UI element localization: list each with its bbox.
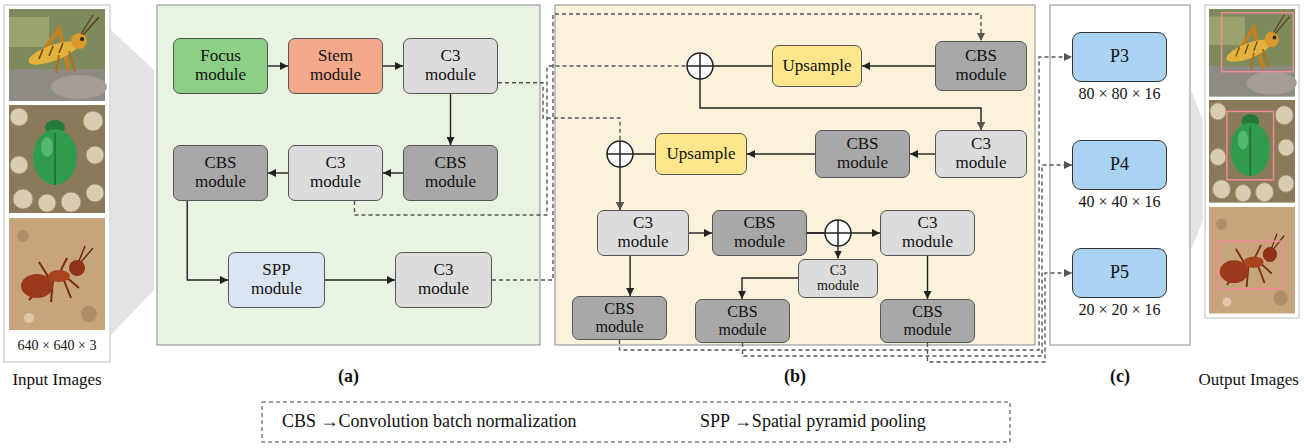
module-label: CBS module	[425, 154, 476, 191]
module-label: Focus module	[195, 47, 246, 84]
sum-symbol	[825, 220, 851, 246]
flow-arrow	[383, 172, 403, 173]
legend-frame	[262, 402, 1010, 442]
flow-arrow	[742, 278, 798, 299]
module-label: C3 module	[418, 261, 469, 298]
flow-chevron	[111, 30, 154, 335]
flow-arrow	[862, 65, 935, 66]
backbone-panel: Focus moduleStem moduleC3 moduleCBS modu…	[157, 5, 540, 345]
flow-arrow	[747, 153, 815, 154]
cbs-module: CBS module	[695, 299, 790, 343]
tensor-size: 20 × 20 × 16	[1078, 301, 1160, 319]
input-photo	[9, 218, 105, 330]
column-title: Input Images	[12, 370, 101, 390]
c3-module: C3 module	[880, 210, 975, 256]
c3-module: C3 module	[395, 252, 492, 308]
output-head: P520 × 20 × 16	[1072, 248, 1167, 298]
cbs-module: CBS module	[712, 210, 807, 256]
module-label: CBS module	[195, 154, 246, 191]
module-label: C3 module	[618, 214, 669, 251]
input-frame	[4, 5, 110, 362]
module-label: CBS module	[904, 303, 952, 338]
flow-arrow	[450, 94, 451, 145]
column-title: Output Images	[1198, 370, 1299, 390]
flow-chevron	[1191, 90, 1203, 250]
module-label: P5	[1110, 263, 1129, 283]
module-label: C3 module	[817, 263, 859, 294]
c3-module: C3 module	[403, 38, 498, 94]
cbs-module: CBS module	[880, 299, 975, 343]
input-photo	[9, 9, 107, 101]
module-label: P3	[1110, 47, 1129, 67]
flow-arrow	[689, 232, 712, 233]
cbs-module: CBS module	[815, 130, 910, 178]
neck-panel-ground	[555, 5, 1035, 345]
legend-note: SPP →Spatial pyramid pooling	[700, 411, 926, 432]
panel-label: (b)	[555, 366, 1035, 387]
output-photo	[1209, 9, 1297, 96]
module-label: SPP module	[251, 261, 302, 298]
flow-arrow	[268, 65, 288, 66]
cbs-module: CBS module	[403, 145, 498, 201]
module-label: C3 module	[956, 135, 1007, 172]
output-photo	[1209, 100, 1295, 203]
upsample-block: Upsample	[655, 133, 747, 175]
neck-panel: CBS moduleUpsampleC3 moduleCBS moduleUps…	[555, 5, 1035, 345]
skip-connection	[620, 57, 1073, 350]
c3-module: C3 module	[597, 210, 689, 256]
flow-arrow	[325, 279, 395, 280]
legend-note: CBS →Convolution batch normalization	[282, 411, 576, 432]
flow-arrow	[629, 256, 630, 296]
output-head: P440 × 40 × 16	[1072, 140, 1167, 190]
module-label: Upsample	[783, 57, 852, 76]
c3-module: C3 module	[798, 259, 878, 298]
image-size: 640 × 640 × 3	[18, 338, 97, 354]
module-label: CBS module	[734, 214, 785, 251]
module-label: Upsample	[667, 145, 736, 164]
skip-connection	[743, 165, 1073, 356]
skip-connection	[492, 14, 981, 280]
sum-symbol	[687, 53, 713, 79]
panel-label: (a)	[157, 366, 540, 387]
cbs-module: CBS module	[935, 41, 1027, 91]
skip-connection	[498, 83, 620, 210]
module-label: P4	[1110, 155, 1129, 175]
module-label: CBS module	[596, 300, 644, 335]
flow-arrow	[927, 256, 928, 299]
tensor-size: 80 × 80 × 16	[1078, 85, 1160, 103]
tensor-size: 40 × 40 × 16	[1078, 193, 1160, 211]
module-label: C3 module	[902, 214, 953, 251]
module-label: Stem module	[310, 47, 361, 84]
flow-arrow	[268, 172, 288, 173]
focus-module: Focus module	[173, 38, 268, 94]
backbone-panel-ground	[157, 5, 540, 345]
flow-arrow	[910, 153, 935, 154]
head-panel: P380 × 80 × 16P440 × 40 × 16P520 × 20 × …	[1050, 5, 1190, 345]
module-label: CBS module	[837, 135, 888, 172]
cbs-module: CBS module	[572, 296, 667, 340]
stem-module: Stem module	[288, 38, 383, 94]
module-label: CBS module	[956, 47, 1007, 84]
c3-module: C3 module	[935, 130, 1027, 178]
spp-module: SPP module	[228, 252, 325, 308]
panel-label: (c)	[1050, 366, 1190, 387]
cbs-module: CBS module	[173, 145, 268, 201]
flow-arrow	[187, 201, 228, 280]
upsample-block: Upsample	[772, 45, 862, 87]
head-panel-ground	[1050, 5, 1190, 345]
c3-module: C3 module	[288, 145, 383, 201]
input-photo	[9, 105, 105, 213]
output-photo	[1209, 207, 1295, 313]
module-label: C3 module	[425, 47, 476, 84]
module-label: C3 module	[310, 154, 361, 191]
sum-symbol	[607, 141, 633, 167]
module-label: CBS module	[719, 303, 767, 338]
output-frame	[1205, 5, 1299, 318]
flow-arrow	[383, 65, 403, 66]
output-head: P380 × 80 × 16	[1072, 32, 1167, 82]
